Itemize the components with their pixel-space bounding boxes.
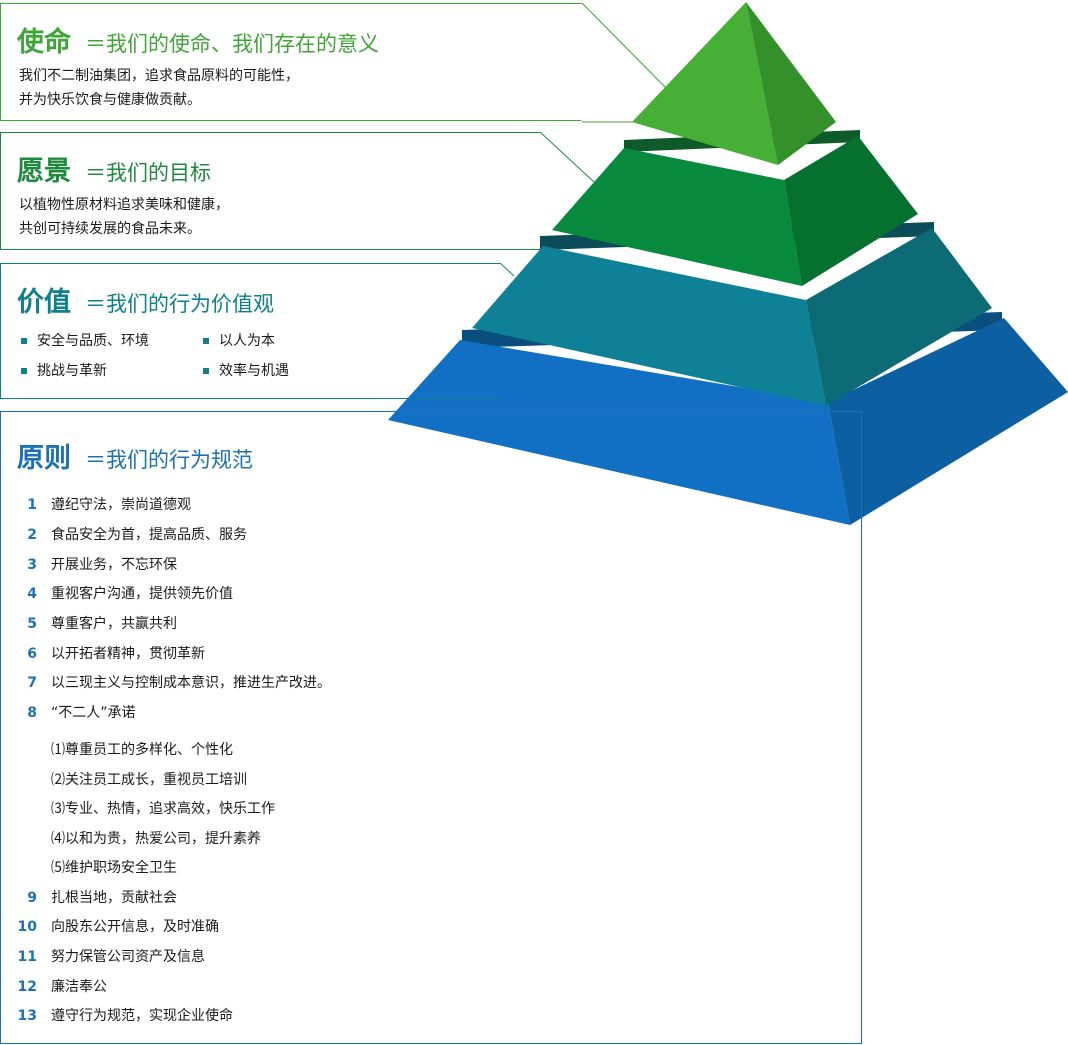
pyramid-tier-principles-front [388,340,850,525]
values-panel: 价值 ＝我们的行为价值观 安全与品质、环境 以人为本 挑战与革新 效率与机遇 [0,263,500,399]
commitment-item: ⑶专业、热情，追求高效，快乐工作 [51,801,275,817]
pyramid-tier-mission-side [746,2,836,165]
vision-line-1: 以植物性原材料追求美味和健康， [19,197,229,213]
mission-line-2: 并为快乐饮食与健康做贡献。 [19,92,201,108]
vision-description: 以植物性原材料追求美味和健康， 共创可持续发展的食品未来。 [19,193,229,241]
mission-panel: 使命 ＝我们的使命、我们存在的意义 我们不二制油集团，追求食品原料的可能性， 并为… [0,3,582,121]
vision-panel: 愿景 ＝我们的目标 以植物性原材料追求美味和健康， 共创可持续发展的食品未来。 [0,132,540,250]
vision-connector [539,131,595,183]
mission-subtitle: ＝我们的使命、我们存在的意义 [85,32,379,56]
mission-line-1: 我们不二制油集团，追求食品原料的可能性， [19,68,299,84]
principle-item: 8“不二人”承诺 [27,705,136,721]
values-subtitle: ＝我们的行为价值观 [85,292,274,316]
pyramid-tier-values-side [806,228,992,406]
pyramid-tier-mission-front [632,2,778,165]
commitment-item: ⑴尊重员工的多样化、个性化 [51,742,233,758]
bullet-square-icon [203,368,209,374]
commitment-item: ⑸维护职场安全卫生 [51,860,177,876]
values-item: 安全与品质、环境 [21,330,149,350]
commitment-item: ⑷以和为贵，热爱公司，提升素养 [51,831,261,847]
mission-connector [581,2,669,91]
values-item: 挑战与革新 [21,360,107,380]
vision-title: 愿景 ＝我们的目标 [17,149,211,188]
vision-head: 愿景 [17,156,71,187]
principles-head: 原则 [17,443,71,474]
pyramid-tier-values-front [472,246,826,406]
principles-title: 原则 ＝我们的行为规范 [17,436,253,475]
pyramid-tier-vision-front [552,148,802,286]
principles-subtitle: ＝我们的行为规范 [85,448,253,472]
bullet-square-icon [21,368,27,374]
values-connector [499,262,515,277]
vision-line-2: 共创可持续发展的食品未来。 [19,221,201,237]
pyramid-tier-vision-side [784,136,918,286]
mission-description: 我们不二制油集团，追求食品原料的可能性， 并为快乐饮食与健康做贡献。 [19,64,299,112]
mission-head: 使命 [17,27,71,58]
commitment-item: ⑵关注员工成长，重视员工培训 [51,772,247,788]
vision-subtitle: ＝我们的目标 [85,161,211,185]
bullet-square-icon [21,338,27,344]
values-head: 价值 [17,287,71,318]
bullet-square-icon [203,338,209,344]
mission-title: 使命 ＝我们的使命、我们存在的意义 [17,20,379,59]
values-title: 价值 ＝我们的行为价值观 [17,280,274,319]
values-item: 以人为本 [203,330,275,350]
values-item: 效率与机遇 [203,360,289,380]
pyramid-tier-principles-side [828,318,1068,525]
